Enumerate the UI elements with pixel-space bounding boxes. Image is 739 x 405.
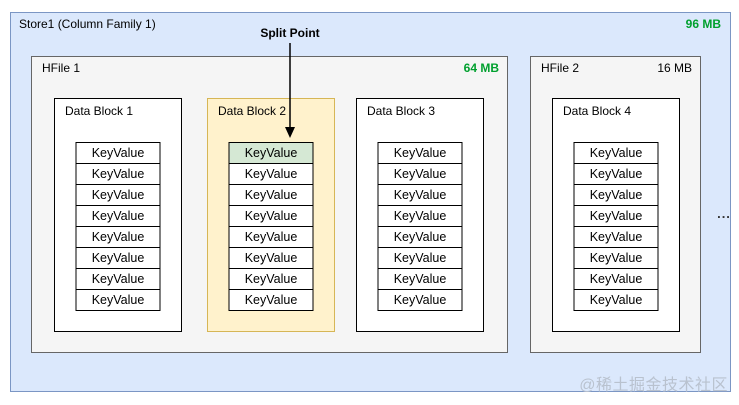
keyvalue-row: KeyValue bbox=[228, 289, 314, 311]
keyvalue-row: KeyValue bbox=[573, 268, 659, 290]
keyvalue-row: KeyValue bbox=[75, 289, 161, 311]
hfile1-title: HFile 1 bbox=[42, 61, 81, 75]
keyvalue-row: KeyValue bbox=[573, 142, 659, 164]
keyvalue-row: KeyValue bbox=[377, 142, 463, 164]
keyvalue-row: KeyValue bbox=[228, 163, 314, 185]
data-block-1-title: Data Block 1 bbox=[65, 104, 134, 118]
watermark-text: @稀土掘金技术社区 bbox=[579, 377, 728, 394]
keyvalue-row: KeyValue bbox=[75, 226, 161, 248]
hfile1-size-label: 64 MB bbox=[463, 61, 499, 75]
data-block-4-title: Data Block 4 bbox=[563, 104, 632, 118]
keyvalue-row: KeyValue bbox=[75, 205, 161, 227]
store-container: Store1 (Column Family 1) 96 MB HFile 1 6… bbox=[10, 12, 731, 392]
data-block-2-title: Data Block 2 bbox=[218, 104, 287, 118]
store-title: Store1 (Column Family 1) bbox=[19, 17, 156, 31]
keyvalue-row: KeyValue bbox=[377, 289, 463, 311]
keyvalue-row: KeyValue bbox=[228, 184, 314, 206]
data-block-3-title: Data Block 3 bbox=[367, 104, 436, 118]
store-size-label: 96 MB bbox=[685, 17, 721, 31]
keyvalue-row: KeyValue bbox=[377, 226, 463, 248]
keyvalue-row: KeyValue bbox=[75, 142, 161, 164]
hfile2-title: HFile 2 bbox=[541, 61, 580, 75]
keyvalue-row: KeyValue bbox=[75, 247, 161, 269]
split-point-label: Split Point bbox=[260, 26, 320, 40]
keyvalue-row: KeyValue bbox=[573, 226, 659, 248]
keyvalue-row: KeyValue bbox=[573, 184, 659, 206]
keyvalue-row: KeyValue bbox=[75, 268, 161, 290]
keyvalue-row: KeyValue bbox=[75, 163, 161, 185]
keyvalue-row: KeyValue bbox=[228, 205, 314, 227]
keyvalue-row: KeyValue bbox=[377, 184, 463, 206]
keyvalue-row: KeyValue bbox=[573, 163, 659, 185]
keyvalue-row: KeyValue bbox=[377, 247, 463, 269]
keyvalue-row: KeyValue bbox=[75, 184, 161, 206]
more-hfiles-ellipsis: ... bbox=[717, 206, 731, 221]
keyvalue-row: KeyValue bbox=[228, 268, 314, 290]
keyvalue-row: KeyValue bbox=[573, 247, 659, 269]
keyvalue-row: KeyValue bbox=[377, 163, 463, 185]
keyvalue-row: KeyValue bbox=[573, 205, 659, 227]
keyvalue-row: KeyValue bbox=[228, 226, 314, 248]
keyvalue-row: KeyValue bbox=[377, 268, 463, 290]
keyvalue-row: KeyValue bbox=[573, 289, 659, 311]
keyvalue-row-split-target: KeyValue bbox=[228, 142, 314, 164]
hfile2-size-label: 16 MB bbox=[657, 61, 692, 75]
keyvalue-row: KeyValue bbox=[377, 205, 463, 227]
keyvalue-row: KeyValue bbox=[228, 247, 314, 269]
